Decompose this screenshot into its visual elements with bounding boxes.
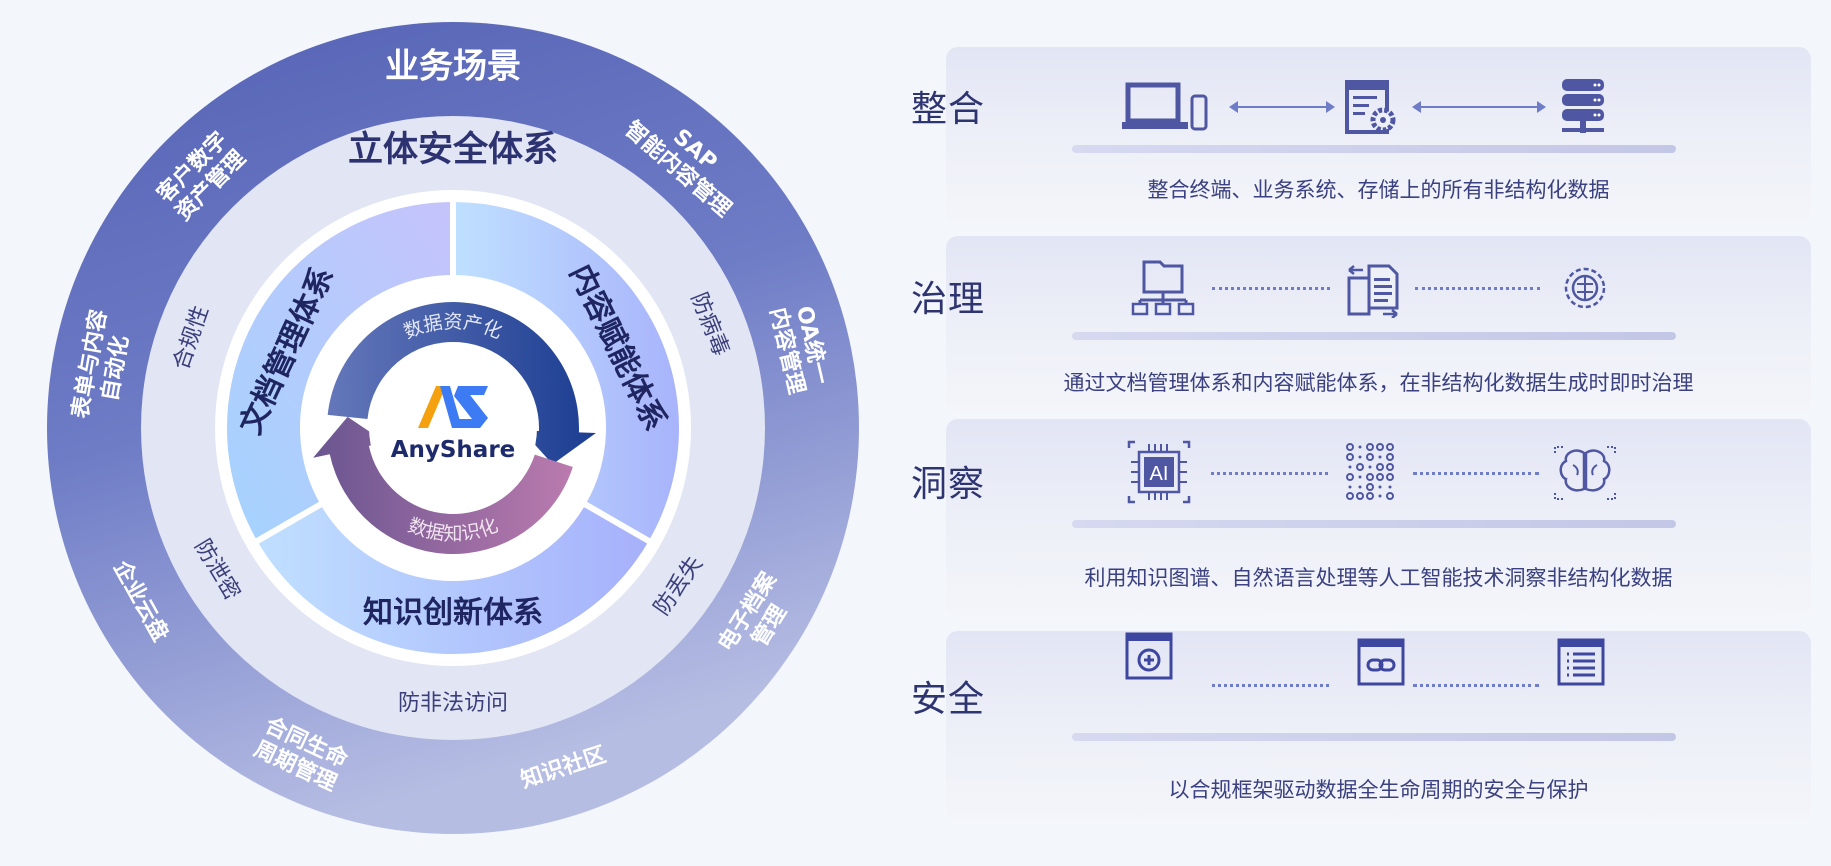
row-label-security: 安全 — [911, 679, 986, 720]
dotted-connector — [1415, 287, 1540, 290]
system-knowledge-innovation: 知识创新体系 — [363, 596, 543, 631]
ai-chip-label: AI — [1150, 463, 1169, 485]
server-icon — [1562, 79, 1604, 133]
sector-content-enablement — [450, 195, 685, 547]
brain-icon — [1554, 446, 1616, 500]
dotted-connector — [1212, 684, 1329, 687]
system-settings-icon — [1345, 80, 1396, 134]
row-label-governance: 治理 — [911, 279, 986, 320]
data-matrix-icon — [1346, 443, 1394, 500]
laptop-phone-icon — [1122, 82, 1208, 131]
business-scenarios-title: 业务场景 — [385, 47, 521, 87]
ai-chip-icon: AI — [1127, 440, 1191, 504]
row-label-insight: 洞察 — [911, 464, 986, 505]
logo-s-shape — [452, 386, 488, 428]
dotted-connector — [1211, 472, 1328, 475]
security-item-anti-unauthorized: 防非法访问 — [398, 691, 508, 716]
logo-text: AnyShare — [391, 437, 516, 463]
list-document-icon — [1557, 638, 1605, 686]
anyshare-wheel-diagram: 数据资产化 数据知识化 AnyShare 业务场景 SAP智能内容管理 OA统一… — [47, 22, 859, 834]
row-desc-governance: 通过文档管理体系和内容赋能体系，在非结构化数据生成时即时治理 — [1063, 371, 1694, 395]
divider-bar — [1072, 332, 1676, 340]
dotted-connector — [1413, 684, 1539, 687]
sector-knowledge-innovation — [250, 498, 656, 660]
logo-blue-stroke — [440, 386, 462, 428]
divider-bar — [1072, 145, 1676, 153]
row-desc-integration: 整合终端、业务系统、存储上的所有非结构化数据 — [1147, 178, 1610, 202]
divider-bar — [1072, 733, 1676, 741]
document-transfer-icon — [1347, 264, 1399, 318]
security-system-title: 立体安全体系 — [348, 129, 558, 170]
data-knowledge-arrow — [313, 416, 573, 555]
bidirectional-arrow — [1229, 101, 1335, 113]
logo-orange-stroke — [418, 386, 446, 428]
data-assetization-arrow — [327, 302, 596, 465]
anyshare-logo: AnyShare — [391, 386, 516, 463]
card-integration — [946, 47, 1811, 223]
dotted-connector — [1212, 287, 1330, 290]
bidirectional-arrow — [1412, 101, 1546, 113]
folder-tree-icon — [1131, 260, 1195, 316]
link-window-icon — [1357, 638, 1405, 686]
sector-document-management — [221, 195, 456, 547]
row-desc-insight: 利用知识图谱、自然语言处理等人工智能技术洞察非结构化数据 — [1084, 566, 1673, 590]
row-label-integration: 整合 — [911, 89, 986, 130]
brain-network-icon — [1564, 267, 1606, 309]
divider-bar — [1072, 520, 1676, 528]
card-security — [946, 631, 1811, 821]
secure-box-icon — [1125, 632, 1173, 680]
row-desc-security: 以合规框架驱动数据全生命周期的安全与保护 — [1168, 778, 1589, 802]
dotted-connector — [1413, 472, 1539, 475]
card-insight — [946, 419, 1811, 617]
